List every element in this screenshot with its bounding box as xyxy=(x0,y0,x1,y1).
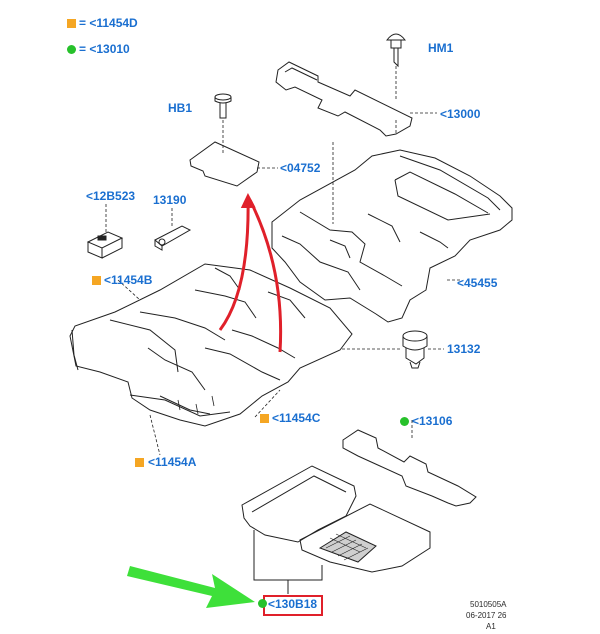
small-floor-mat xyxy=(189,141,260,187)
diagram-revision: A1 xyxy=(486,622,496,631)
legend-item-13010: = <13010 xyxy=(79,42,130,56)
callout-13106: <13106 xyxy=(412,414,453,428)
hb1-bolt-icon xyxy=(214,93,232,119)
move-arrows xyxy=(218,193,283,353)
callout-13000: <13000 xyxy=(440,107,481,121)
callout-45455: <45455 xyxy=(457,276,498,290)
floor-insulator xyxy=(69,263,353,427)
callout-11454b: <11454B xyxy=(104,273,153,287)
fastener-13132-icon xyxy=(402,330,428,369)
main-floor-carpet xyxy=(271,149,513,323)
clip-12b523-icon xyxy=(86,231,124,259)
hm1-clip-icon xyxy=(385,33,407,68)
green-pointer-arrow xyxy=(127,566,255,608)
dot-marker-icon xyxy=(400,417,409,426)
callout-12b523: <12B523 xyxy=(86,189,136,203)
diagram-date: 06-2017 26 xyxy=(466,611,507,620)
front-floor-mats xyxy=(241,465,431,573)
clip-13190-icon xyxy=(154,225,192,251)
callout-11454c: <11454C xyxy=(272,411,321,425)
legend-item-11454d: = <11454D xyxy=(79,16,138,30)
callout-11454a: <11454A xyxy=(148,455,197,469)
leader-lines xyxy=(105,66,462,456)
rear-carpet-strip xyxy=(275,61,413,137)
bracket-130b18 xyxy=(253,530,323,594)
callout-04752: <04752 xyxy=(280,161,321,175)
rear-floor-mat xyxy=(342,429,477,507)
square-marker-icon xyxy=(135,458,144,467)
square-marker-icon xyxy=(260,414,269,423)
diagram-id: 5010505A xyxy=(470,600,507,609)
callout-130b18: <130B18 xyxy=(268,597,318,611)
dot-marker-icon xyxy=(258,599,267,608)
callout-hm1: HM1 xyxy=(428,41,454,55)
square-marker-icon xyxy=(92,276,101,285)
callout-13132: 13132 xyxy=(447,342,481,356)
legend-square-icon xyxy=(67,19,76,28)
callout-13190: 13190 xyxy=(153,193,187,207)
legend-dot-icon xyxy=(67,45,76,54)
callout-hb1: HB1 xyxy=(168,101,193,115)
